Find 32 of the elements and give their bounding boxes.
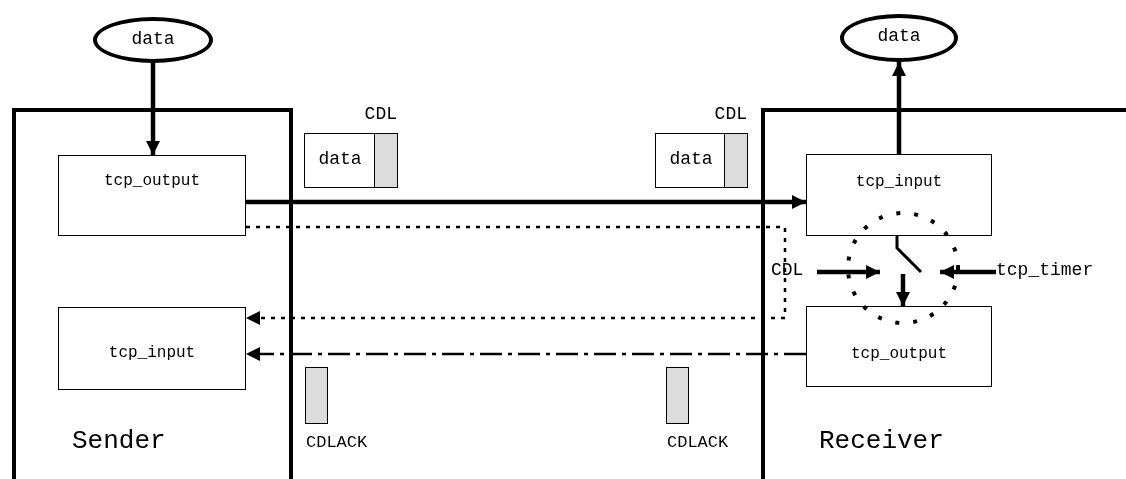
function-label: tcp_input	[107, 344, 197, 364]
data-label: data	[130, 29, 176, 51]
arrow	[246, 225, 787, 325]
host-frame	[761, 108, 1126, 479]
host-label: Receiver	[819, 426, 944, 458]
payload-label: data	[668, 149, 714, 171]
arrow	[892, 62, 906, 154]
input-label: CDL	[771, 260, 804, 282]
packet-label: CDLACK	[667, 433, 729, 454]
arrow	[146, 63, 160, 155]
packet-label: CDL	[364, 104, 397, 126]
function-label: tcp_output	[103, 172, 201, 192]
arrow	[896, 274, 910, 306]
host-label: Sender	[72, 426, 166, 458]
packet-label: CDL	[714, 104, 747, 126]
function-label: tcp_input	[854, 173, 944, 193]
process-box	[58, 155, 246, 236]
data-label: data	[876, 26, 922, 48]
process-box	[806, 306, 992, 387]
arrow	[817, 265, 880, 279]
packet-label: CDLACK	[306, 433, 368, 454]
payload-label: data	[317, 149, 363, 171]
switch-circle	[845, 210, 961, 326]
process-box	[806, 154, 992, 236]
arrow	[246, 195, 806, 209]
host-frame	[12, 108, 293, 479]
arrow	[940, 265, 996, 279]
switch-line	[895, 236, 923, 274]
function-label: tcp_output	[850, 345, 948, 365]
input-label: tcp_timer	[996, 260, 1094, 282]
arrow	[246, 347, 806, 361]
process-box	[58, 307, 246, 390]
